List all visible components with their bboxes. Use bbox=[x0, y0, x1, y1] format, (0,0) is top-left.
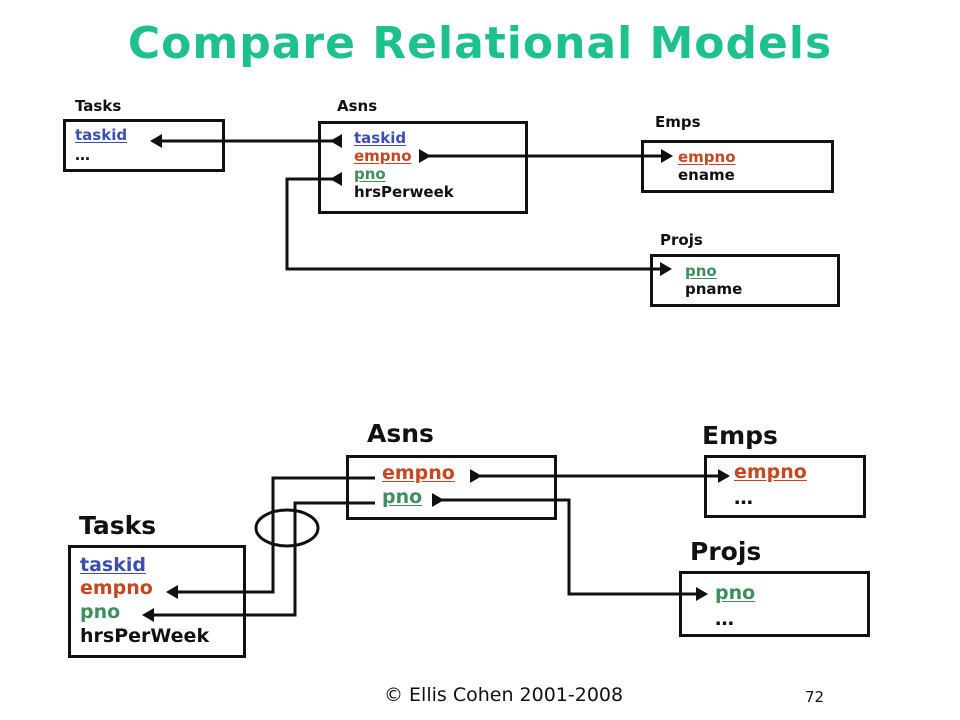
top-tasks-label: Tasks bbox=[75, 97, 122, 115]
top-asns-field-hrsperweek: hrsPerweek bbox=[354, 183, 454, 201]
top-arrow-projs-pno bbox=[660, 262, 672, 276]
page-number: 72 bbox=[805, 688, 825, 706]
bottom-arrow-tasks-pno bbox=[142, 608, 154, 622]
bottom-asns-label: Asns bbox=[367, 419, 434, 448]
bottom-tasks-field-hrsperweek: hrsPerWeek bbox=[80, 625, 210, 647]
bottom-emps-box: empno … bbox=[704, 455, 866, 518]
bottom-tasks-field-taskid: taskid bbox=[80, 554, 146, 576]
bottom-asns-field-empno: empno bbox=[382, 462, 455, 484]
top-emps-label: Emps bbox=[655, 113, 701, 131]
bottom-tasks-label: Tasks bbox=[79, 511, 157, 540]
bottom-emps-field-more: … bbox=[734, 487, 753, 509]
top-emps-box: empno ename bbox=[641, 140, 834, 193]
top-asns-field-empno: empno bbox=[354, 147, 412, 165]
bottom-tasks-field-empno: empno bbox=[80, 577, 153, 599]
bottom-asns-field-pno: pno bbox=[382, 486, 423, 508]
bottom-arrow-asns-pno bbox=[432, 493, 444, 507]
bottom-arrow-emps-empno bbox=[718, 469, 730, 483]
top-emps-field-empno: empno bbox=[678, 148, 736, 166]
bottom-link-pno bbox=[152, 501, 375, 617]
bottom-arrow-tasks-empno bbox=[166, 585, 178, 599]
top-projs-box: pno pname bbox=[650, 254, 840, 307]
bottom-projs-field-pno: pno bbox=[715, 582, 756, 604]
top-arrow-asns-empno bbox=[419, 149, 431, 163]
top-projs-field-pno: pno bbox=[685, 262, 717, 280]
top-projs-field-pname: pname bbox=[685, 280, 743, 298]
bottom-arrow-asns-empno bbox=[470, 469, 482, 483]
top-arrow-asns-taskid bbox=[330, 134, 342, 148]
bottom-tasks-box: taskid empno pno hrsPerWeek bbox=[68, 545, 246, 658]
top-asns-box: taskid empno pno hrsPerweek bbox=[318, 121, 528, 214]
top-tasks-box: taskid … bbox=[63, 119, 225, 172]
bottom-emps-label: Emps bbox=[702, 421, 778, 450]
bottom-projs-field-more: … bbox=[715, 608, 734, 630]
bottom-arrow-projs-pno bbox=[696, 587, 708, 601]
bottom-emps-field-empno: empno bbox=[734, 461, 807, 483]
bottom-tasks-field-pno: pno bbox=[80, 601, 121, 623]
bottom-link-empno bbox=[176, 476, 375, 594]
top-asns-label: Asns bbox=[337, 97, 378, 115]
top-tasks-field-more: … bbox=[75, 146, 90, 164]
top-tasks-field-taskid: taskid bbox=[75, 126, 128, 144]
composite-key-ellipse bbox=[254, 508, 320, 548]
footer-copyright: © Ellis Cohen 2001-2008 bbox=[384, 684, 624, 706]
top-arrow-emps-empno bbox=[661, 149, 673, 163]
bottom-projs-label: Projs bbox=[690, 537, 762, 566]
top-emps-field-ename: ename bbox=[678, 166, 735, 184]
bottom-asns-box: empno pno bbox=[346, 455, 557, 520]
bottom-projs-box: pno … bbox=[679, 571, 870, 637]
top-projs-label: Projs bbox=[660, 231, 703, 249]
top-arrow-asns-pno bbox=[330, 172, 342, 186]
bottom-link-asns-projs bbox=[440, 498, 706, 596]
page-title: Compare Relational Models bbox=[127, 18, 833, 69]
top-link-pno bbox=[285, 177, 663, 271]
top-asns-field-taskid: taskid bbox=[354, 129, 407, 147]
top-asns-field-pno: pno bbox=[354, 165, 386, 183]
top-arrow-tasks-taskid bbox=[150, 134, 162, 148]
